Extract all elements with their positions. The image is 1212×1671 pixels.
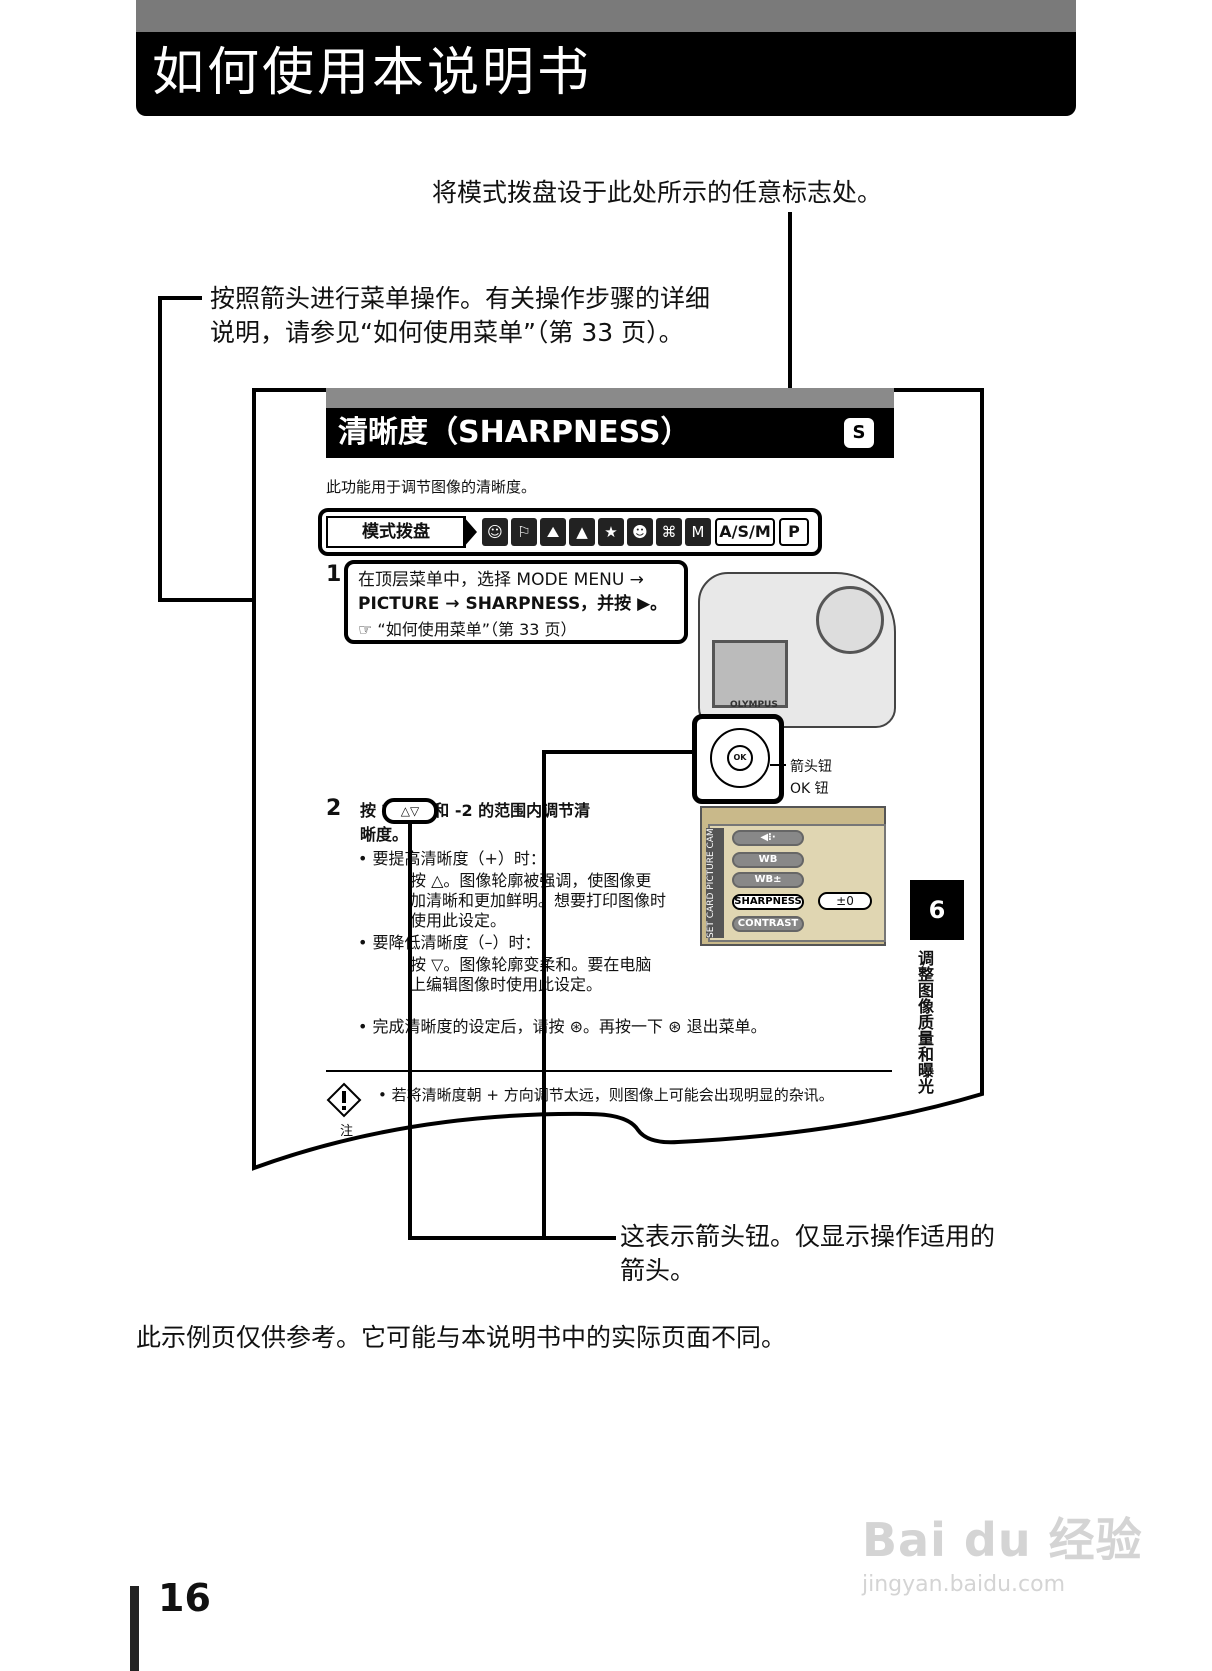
sample-title: 清晰度（SHARPNESS） (338, 415, 691, 450)
indoor-icon: ☻ (627, 518, 653, 546)
scene-s-icon: S (844, 418, 874, 448)
sample-intro: 此功能用于调节图像的清晰度。 (326, 478, 537, 496)
watermark: Bai du 经验 (862, 1513, 1143, 1567)
sample-page-frame (252, 388, 984, 1171)
step1-line1: 在顶层菜单中，选择 MODE MENU → (358, 570, 644, 590)
note-divider (326, 1070, 892, 1072)
watermark-url: jingyan.baidu.com (862, 1572, 1066, 1597)
menu-item-sharpness: SHARPNESS (732, 894, 804, 910)
arrow-btn-leader (770, 764, 786, 766)
note-text: • 若将清晰度朝 + 方向调节太远，则图像上可能会出现明显的杂讯。 (378, 1086, 834, 1104)
footer-disclaimer: 此示例页仅供参考。它可能与本说明书中的实际页面不同。 (136, 1323, 787, 1352)
menu-item-wb: WB (732, 852, 804, 868)
ok-button-label: OK 钮 (790, 781, 829, 797)
arrow-button-label: 箭头钮 (790, 759, 832, 775)
step2-bullet2a: 按 ▽。图像轮廓变柔和。要在电脑 (410, 955, 652, 974)
sports-icon: ⚐ (511, 518, 537, 546)
camera-screen (712, 640, 788, 708)
page-title: 如何使用本说明书 (152, 43, 593, 103)
landscape-portrait-icon: ⛰ (540, 518, 566, 546)
leader-line-arrow-mid (542, 750, 546, 1240)
step2-bullet1b: 加清晰和更加鲜明。想要打印图像时 (410, 891, 667, 910)
arrow-pad-icon (710, 728, 770, 788)
step1-line2: PICTURE → SHARPNESS，并按 ▶。 (358, 594, 668, 614)
callout-arrow-line2: 箭头。 (620, 1256, 696, 1285)
camera-lens-icon (816, 586, 884, 654)
leader-line-menu-h (158, 296, 202, 300)
step1-box (344, 560, 688, 644)
landscape-icon: ▲ (569, 518, 595, 546)
leader-line-arrow-left (408, 822, 412, 1240)
sample-title-bar (326, 388, 894, 408)
leader-line-mode-dial (788, 212, 792, 514)
mode-asm: A/S/M (715, 518, 775, 546)
mode-p: P (779, 518, 809, 546)
step2-line2: 晰度。 (360, 825, 409, 844)
menu-tabs: SET CARD PICTURE CAM (706, 828, 724, 938)
callout-mode-dial: 将模式拨盘设于此处所示的任意标志处。 (432, 178, 883, 207)
step1-reference: ☞ “如何使用菜单”（第 33 页） (358, 620, 577, 639)
camera-brand: OLYMPUS (730, 700, 778, 710)
mode-dial-label: 模式拨盘 (326, 516, 466, 548)
chapter-side-title: 调整图像质量和曝光 (915, 950, 934, 1094)
leader-line-menu-v (158, 296, 162, 600)
step2-bullet1c: 使用此设定。 (410, 911, 507, 930)
step2-bullet3: • 完成清晰度的设定后，请按 ⊛。再按一下 ⊛ 退出菜单。 (358, 1017, 767, 1036)
step2-bullet2: • 要降低清晰度（–）时： (358, 933, 541, 952)
page-number-bar (130, 1586, 139, 1671)
menu-value: ±0 (818, 892, 872, 910)
callout-arrow-line1: 这表示箭头钮。仅显示操作适用的 (620, 1222, 996, 1251)
menu-item-contrast: CONTRAST (732, 916, 804, 932)
my-mode-icon: M (685, 518, 711, 546)
portrait-icon: ☺ (482, 518, 508, 546)
callout-menu-line2: 说明，请参见“如何使用菜单”（第 33 页）。 (210, 318, 684, 347)
sample-title-band (326, 408, 894, 458)
leader-line-arrow-top (542, 750, 694, 754)
caution-icon (326, 1082, 362, 1118)
page-number: 16 (158, 1576, 211, 1620)
leader-line-arrow-bottom (408, 1236, 616, 1240)
header-title-band (136, 32, 1076, 116)
night-scene-icon: ★ (598, 518, 624, 546)
movie-icon: ⌘ (656, 518, 682, 546)
step2-bullet2b: 上编辑图像时使用此设定。 (410, 975, 603, 994)
callout-menu-line1: 按照箭头进行菜单操作。有关操作步骤的详细 (210, 284, 711, 313)
ok-button-icon: OK (727, 745, 753, 771)
step1-number: 1 (326, 562, 342, 587)
note-label: 注 (340, 1124, 354, 1139)
up-down-arrow-icons: △▽ (382, 798, 438, 824)
step2-number: 2 (326, 796, 342, 821)
mode-dial-bar (318, 508, 822, 556)
header-bar (136, 0, 1076, 32)
step2-bullet1: • 要提高清晰度（+）时： (358, 849, 546, 868)
menu-item-wb-adjust: WB± (732, 872, 804, 888)
step2-bullet1a: 按 △。图像轮廓被强调，使图像更 (410, 871, 652, 890)
mode-arrow-icon (463, 516, 477, 548)
chapter-tab: 6 (910, 880, 964, 940)
menu-item-flash: ◀⁝· (732, 830, 804, 846)
